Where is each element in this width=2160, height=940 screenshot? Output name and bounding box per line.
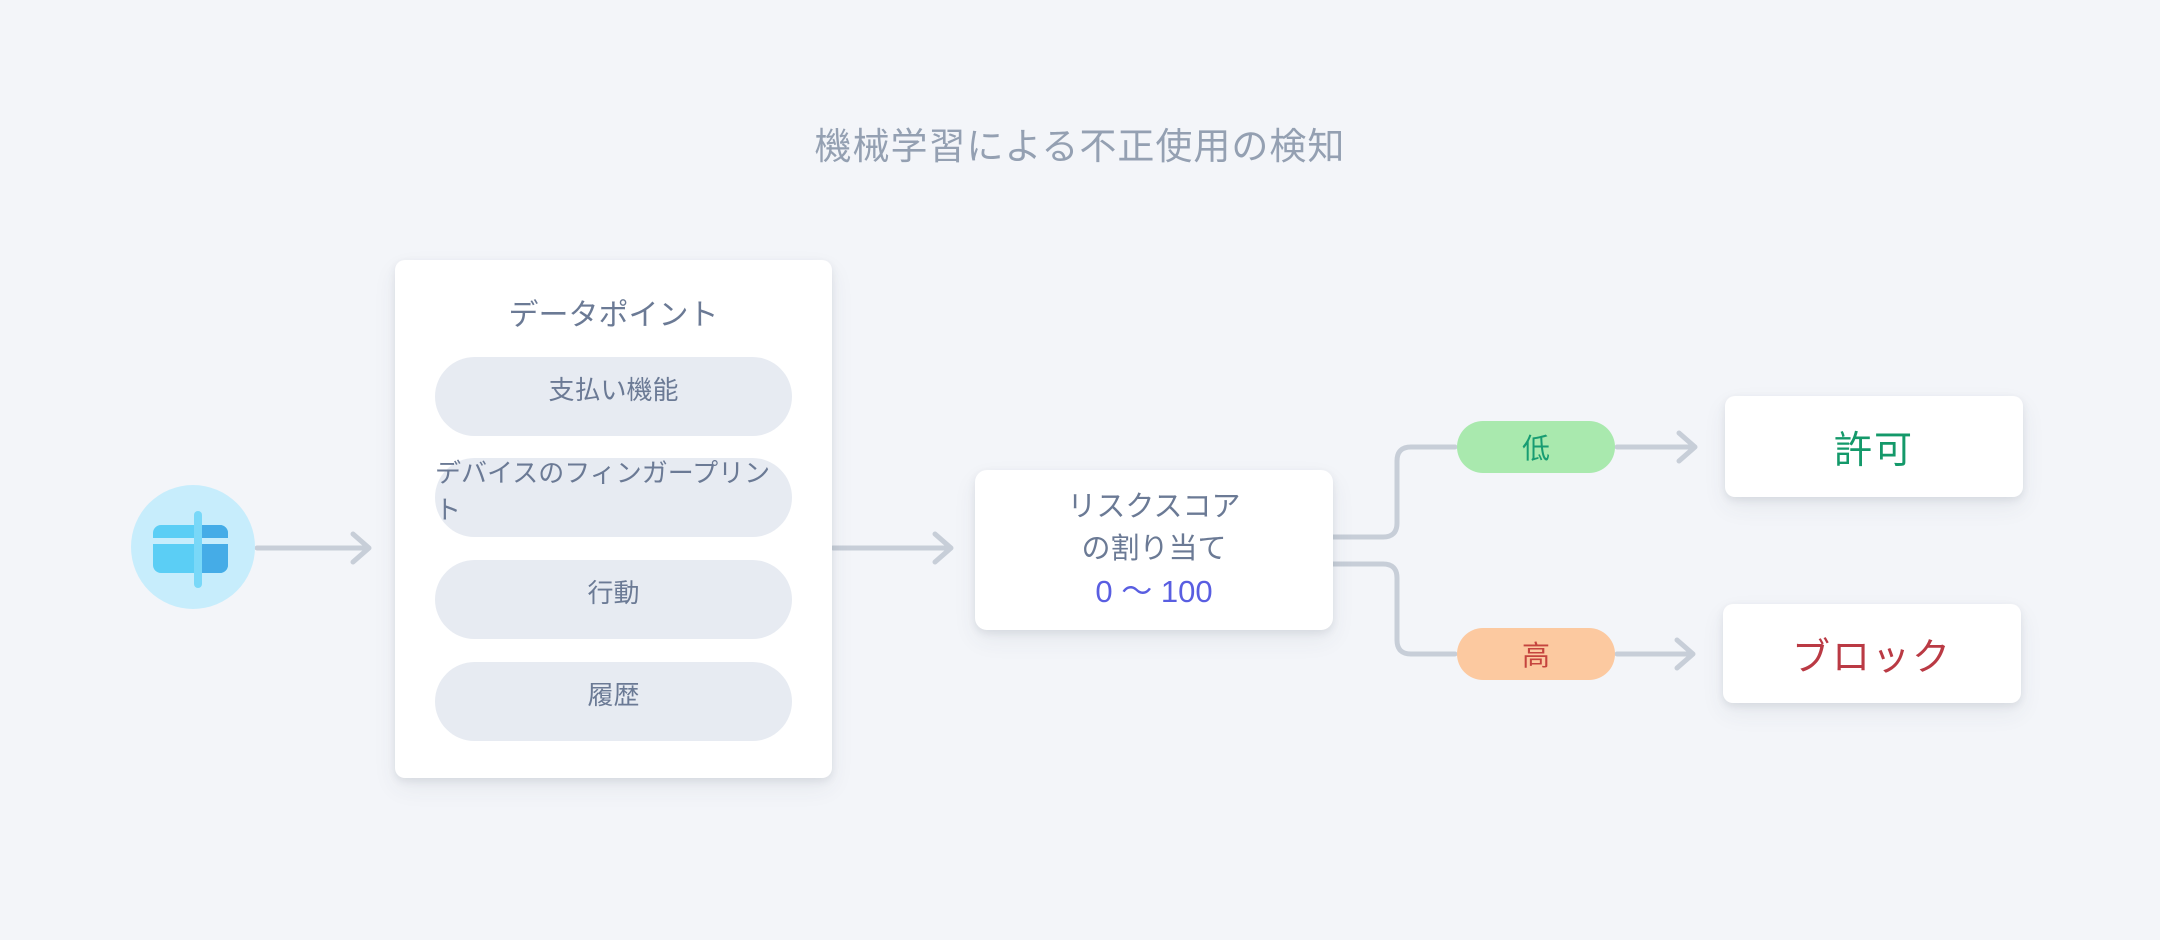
datapoint-pill-behavior: 行動 — [435, 560, 792, 639]
datapoint-pill-history: 履歴 — [435, 662, 792, 741]
connector-risk-to-low — [1330, 444, 1458, 540]
arrow-datapoints-to-risk — [830, 531, 954, 565]
low-risk-badge: 低 — [1457, 421, 1615, 473]
datapoints-card: データポイント 支払い機能 デバイスのフィンガープリント 行動 履歴 — [395, 260, 832, 778]
allow-outcome-card: 許可 — [1725, 396, 2023, 497]
risk-score-line1: リスクスコア — [1067, 491, 1241, 523]
page-title: 機械学習による不正使用の検知 — [814, 126, 1346, 167]
credit-card-icon-dark-half — [201, 525, 228, 573]
credit-card-icon-bar — [194, 511, 202, 588]
datapoint-pill-payment: 支払い機能 — [435, 357, 792, 436]
credit-card-icon-stripe — [153, 538, 228, 544]
arrow-low-to-allow — [1614, 430, 1698, 464]
arrow-icon-to-datapoints — [254, 531, 372, 565]
arrow-high-to-block — [1614, 637, 1696, 671]
datapoint-pill-device-fingerprint: デバイスのフィンガープリント — [435, 458, 792, 537]
risk-score-range: 0 〜 100 — [1095, 574, 1213, 609]
block-outcome-card: ブロック — [1723, 604, 2021, 703]
risk-score-line2: の割り当て — [1081, 533, 1227, 565]
connector-risk-to-high — [1330, 561, 1458, 657]
credit-card-icon — [153, 525, 228, 573]
high-risk-badge: 高 — [1457, 628, 1615, 680]
payment-circle — [131, 485, 255, 609]
datapoints-title: データポイント — [508, 299, 719, 332]
risk-score-card: リスクスコア の割り当て 0 〜 100 — [975, 470, 1333, 630]
